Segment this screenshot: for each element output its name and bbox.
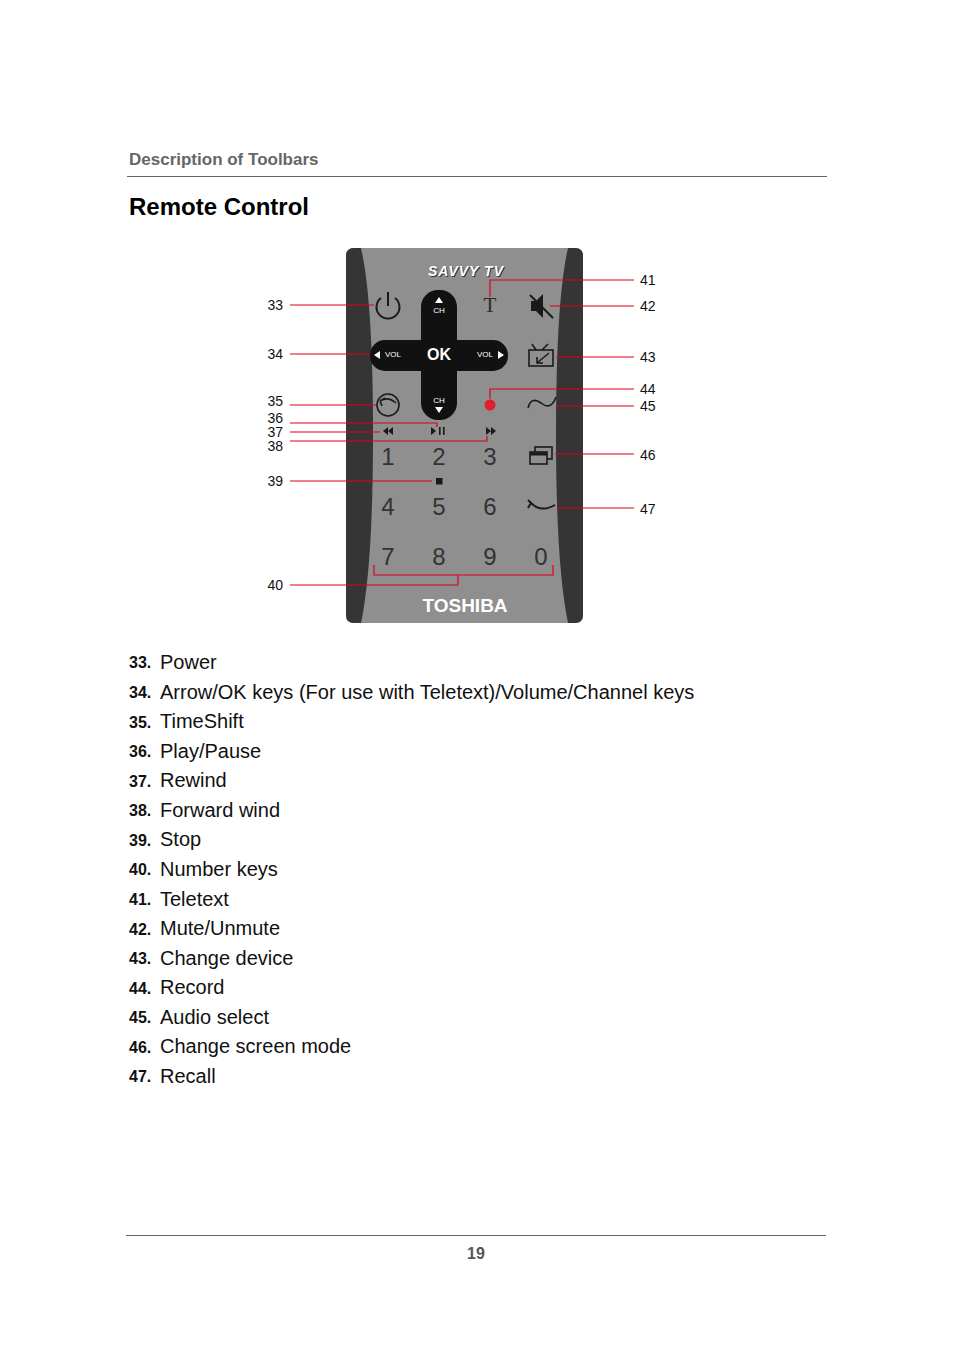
- list-number: 47.: [129, 1069, 151, 1085]
- callout-number: 37: [267, 425, 283, 439]
- list-text: TimeShift: [160, 711, 244, 731]
- number-key-label: 3: [483, 445, 496, 469]
- list-text: Record: [160, 977, 224, 997]
- callout-number: 44: [640, 382, 656, 396]
- list-text: Stop: [160, 829, 201, 849]
- callout-number: 45: [640, 399, 656, 413]
- change-device-icon: [529, 344, 553, 366]
- timeshift-icon: [377, 394, 399, 416]
- brand-name: TOSHIBA: [422, 596, 507, 615]
- list-number: 35.: [129, 715, 151, 731]
- list-number: 43.: [129, 951, 151, 967]
- key-label: CH: [433, 307, 445, 315]
- key-label: CH: [433, 397, 445, 405]
- record-dot: [485, 400, 496, 411]
- list-text: Mute/Unmute: [160, 918, 280, 938]
- footer-rule: [126, 1235, 826, 1236]
- number-key-label: 9: [483, 545, 496, 569]
- list-number: 42.: [129, 922, 151, 938]
- list-number: 33.: [129, 655, 151, 671]
- callout-number: 38: [267, 439, 283, 453]
- number-key-label: 6: [483, 495, 496, 519]
- list-number: 36.: [129, 744, 151, 760]
- transport-icons: [383, 427, 496, 485]
- list-text: Teletext: [160, 889, 229, 909]
- list-number: 45.: [129, 1010, 151, 1026]
- list-text: Change device: [160, 948, 293, 968]
- callout-number: 47: [640, 502, 656, 516]
- list-number: 39.: [129, 833, 151, 849]
- number-key-label: 1: [381, 445, 394, 469]
- list-text: Recall: [160, 1066, 216, 1086]
- key-label: OK: [427, 347, 451, 363]
- number-key-label: 7: [381, 545, 394, 569]
- mute-icon: [530, 294, 553, 318]
- recall-icon: [528, 500, 555, 509]
- callout-number: 34: [267, 347, 283, 361]
- list-number: 34.: [129, 685, 151, 701]
- key-label: VOL: [385, 351, 401, 359]
- list-text: Play/Pause: [160, 741, 261, 761]
- button-symbol: T: [484, 295, 497, 316]
- list-text: Rewind: [160, 770, 227, 790]
- number-key-label: 0: [534, 545, 547, 569]
- callout-number: 39: [267, 474, 283, 488]
- callout-number: 36: [267, 411, 283, 425]
- callout-number: 41: [640, 273, 656, 287]
- callout-number: 46: [640, 448, 656, 462]
- callout-number: 40: [267, 578, 283, 592]
- list-text: Arrow/OK keys (For use with Teletext)/Vo…: [160, 682, 694, 702]
- header-rule: [127, 176, 827, 177]
- number-key-label: 5: [432, 495, 445, 519]
- callout-number: 35: [267, 394, 283, 408]
- list-number: 44.: [129, 981, 151, 997]
- page-number: 19: [467, 1246, 485, 1262]
- number-key-label: 4: [381, 495, 394, 519]
- audio-select-icon: [528, 397, 556, 408]
- list-number: 38.: [129, 803, 151, 819]
- brand-logo: SAVVY TV: [428, 264, 504, 278]
- list-text: Forward wind: [160, 800, 280, 820]
- page-header: Description of Toolbars: [129, 151, 319, 168]
- screen-mode-icon: [530, 447, 552, 464]
- leader-lines: [290, 280, 634, 585]
- list-number: 41.: [129, 892, 151, 908]
- list-text: Power: [160, 652, 217, 672]
- remote-body: [346, 248, 583, 623]
- list-text: Number keys: [160, 859, 278, 879]
- list-number: 37.: [129, 774, 151, 790]
- number-key-label: 8: [432, 545, 445, 569]
- power-icon: [376, 292, 399, 319]
- number-key-label: 2: [432, 445, 445, 469]
- callout-number: 33: [267, 298, 283, 312]
- callout-number: 43: [640, 350, 656, 364]
- callout-number: 42: [640, 299, 656, 313]
- list-text: Audio select: [160, 1007, 269, 1027]
- list-text: Change screen mode: [160, 1036, 351, 1056]
- page-title: Remote Control: [129, 195, 309, 219]
- key-label: VOL: [477, 351, 493, 359]
- list-number: 46.: [129, 1040, 151, 1056]
- list-number: 40.: [129, 862, 151, 878]
